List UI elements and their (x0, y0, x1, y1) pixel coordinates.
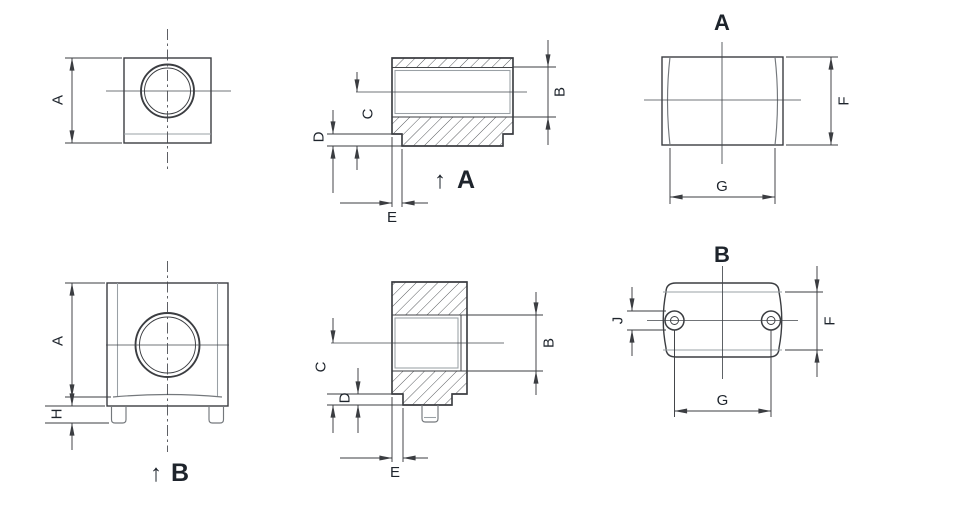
dim-e: E (340, 397, 428, 481)
dim-label-c: C (359, 108, 376, 119)
body-outline (661, 56, 784, 146)
view-title-a: A (714, 10, 730, 35)
top-view-a: A F G (644, 10, 852, 204)
dim-label-e: E (390, 464, 400, 481)
left-edge-arc (666, 56, 671, 146)
dim-label-e: E (387, 209, 397, 226)
hatch-top-band (391, 57, 514, 68)
dim-g: G (674, 330, 772, 417)
section-view-b: B C D E (312, 281, 557, 481)
dim-b: B (467, 292, 557, 395)
dim-label-g: G (716, 178, 728, 195)
dim-c: C (354, 72, 376, 170)
view-direction-caption-b: ↑ B (150, 459, 189, 487)
up-arrow-glyph: ↑ (150, 460, 162, 487)
foot-stud (421, 405, 439, 423)
left-foot (110, 406, 127, 424)
dim-e: E (340, 137, 428, 226)
dim-f: F (785, 266, 838, 377)
view-title-b: B (714, 242, 730, 267)
dim-label-h: H (48, 409, 65, 420)
part-outline (661, 56, 784, 146)
up-arrow-glyph: ↑ (434, 167, 446, 194)
hatch-bottom-block (391, 116, 514, 147)
caption-letter-a: A (457, 166, 475, 194)
part-section (391, 281, 468, 423)
dim-a: A (49, 282, 111, 398)
dim-label-f: F (821, 316, 838, 325)
dim-j: J (609, 287, 666, 356)
dim-g: G (669, 148, 776, 204)
dim-f: F (786, 56, 852, 146)
right-foot (208, 406, 225, 424)
dim-d: D (327, 368, 403, 433)
dim-label-j: J (609, 317, 626, 325)
right-edge-arc (774, 56, 779, 146)
caption-letter-b: B (171, 459, 189, 487)
dim-label-a: A (49, 95, 66, 105)
bottom-view-b: B J F (609, 242, 838, 417)
view-direction-caption-a: ↑ A (434, 166, 475, 194)
dim-label-f: F (835, 96, 852, 105)
centerlines (644, 42, 801, 164)
dim-b: B (513, 40, 568, 145)
centerlines (647, 266, 798, 379)
section-view-a: B C D E ↑ A (310, 40, 568, 226)
hatch-top-band (391, 281, 468, 316)
centerlines (106, 29, 231, 171)
front-view-b: A H ↑ B (45, 261, 229, 487)
part-section (391, 57, 514, 147)
dim-label-c: C (312, 361, 329, 372)
centerlines (106, 261, 229, 452)
dim-label-d: D (336, 392, 353, 403)
dim-label-g: G (717, 392, 729, 409)
dim-c: C (312, 318, 336, 433)
dim-label-a: A (49, 336, 66, 346)
dim-d: D (310, 110, 403, 193)
dim-label-b: B (551, 87, 568, 97)
dim-label-d: D (310, 131, 327, 142)
dim-h: H (45, 388, 109, 450)
front-view-a: A (49, 29, 231, 171)
dim-label-b: B (540, 338, 557, 348)
dim-a: A (49, 57, 122, 144)
